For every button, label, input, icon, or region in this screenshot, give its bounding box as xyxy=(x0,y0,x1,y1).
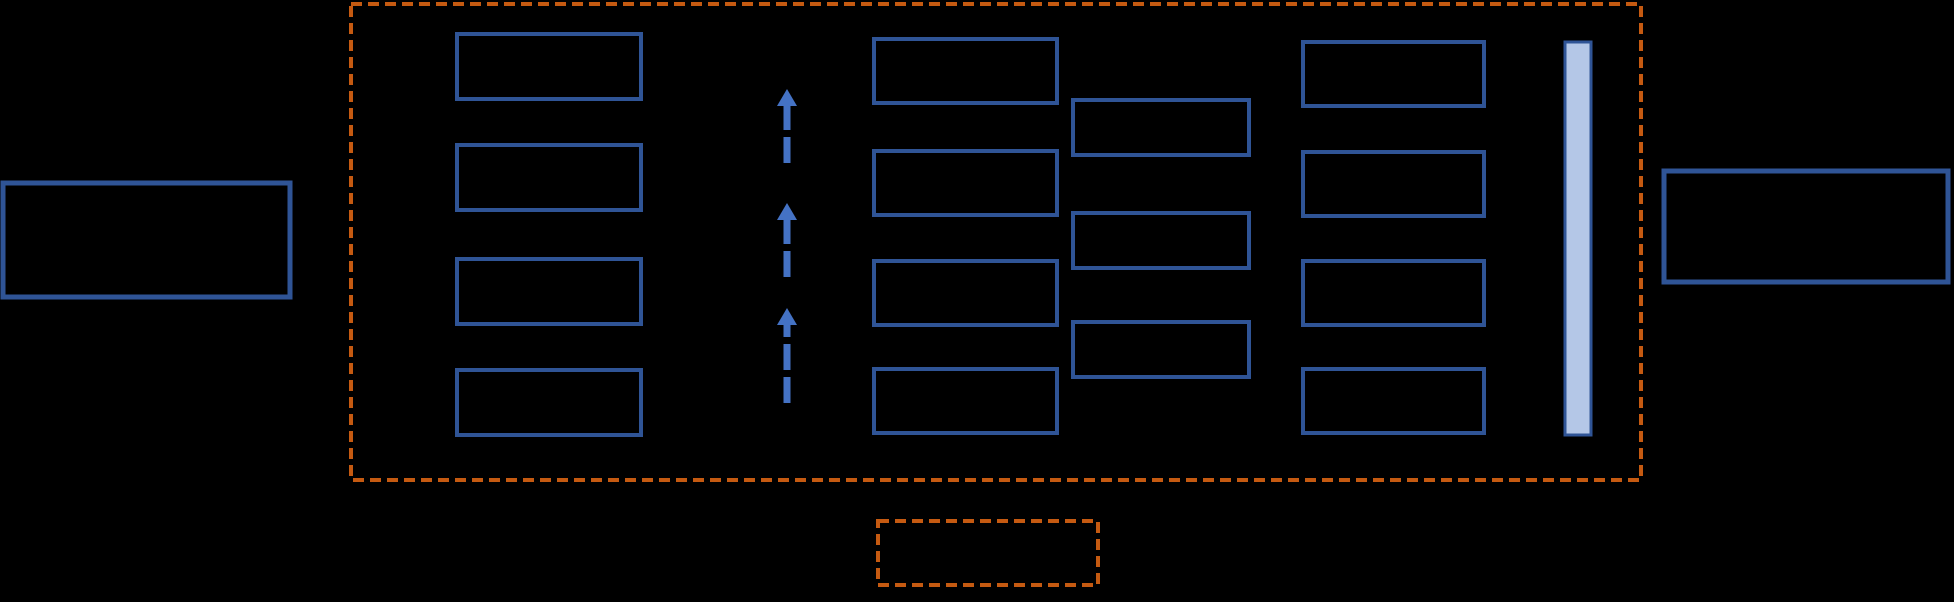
left-box xyxy=(0,180,293,300)
vertical-bar xyxy=(1563,40,1593,437)
up-arrow-head xyxy=(777,203,797,220)
column-2-box xyxy=(872,367,1059,435)
column-1-box xyxy=(455,257,643,326)
column-3-box xyxy=(1301,40,1486,108)
bottom-dashed-box xyxy=(876,519,1100,587)
column-offset-box xyxy=(1071,320,1251,379)
column-offset-box xyxy=(1071,211,1251,270)
right-box xyxy=(1661,168,1951,285)
column-1-box xyxy=(455,368,643,437)
column-3-box xyxy=(1301,259,1486,327)
column-2-box xyxy=(872,259,1059,327)
column-2-box xyxy=(872,149,1059,217)
up-arrow-head xyxy=(777,89,797,106)
column-1-box xyxy=(455,143,643,212)
column-3-box xyxy=(1301,150,1486,218)
dashed-container xyxy=(349,2,1643,482)
column-2-box xyxy=(872,37,1059,105)
column-1-box xyxy=(455,32,643,101)
column-offset-box xyxy=(1071,98,1251,157)
up-arrow-head xyxy=(777,308,797,325)
column-3-box xyxy=(1301,367,1486,435)
